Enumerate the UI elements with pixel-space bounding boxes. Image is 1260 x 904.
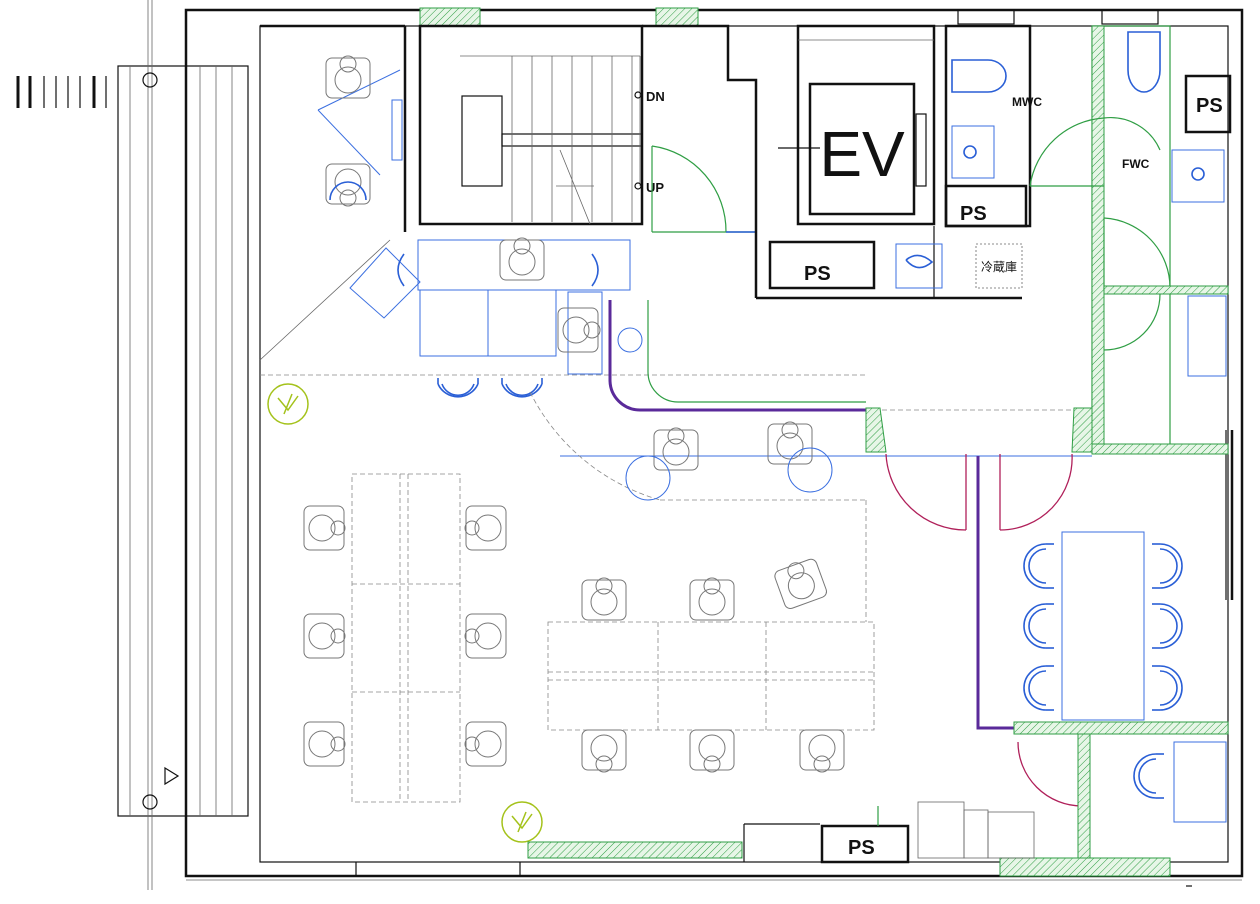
mwc-label: MWC [1012, 95, 1042, 109]
exterior-column [117, 0, 249, 890]
partition-hatch [1077, 733, 1091, 859]
ps-label-bottom: PS [848, 837, 875, 859]
stair-up-label: UP [646, 180, 664, 195]
planter-box [527, 841, 743, 859]
window-frame [957, 9, 1015, 25]
plant-icon [501, 801, 543, 843]
window-hatch [419, 7, 481, 27]
fridge-label: 冷蔵庫 [981, 260, 1017, 274]
kitchenette [895, 243, 1023, 289]
meeting-room-doors[interactable] [885, 453, 1083, 807]
window-frame [1101, 9, 1159, 25]
partition-hatch [1013, 721, 1229, 735]
pipe-shaft-top [768, 240, 876, 290]
lounge-area [349, 237, 661, 501]
bottom-wall [355, 823, 820, 876]
plant-icon [267, 383, 309, 425]
vent-grille [16, 76, 107, 108]
restroom-block [944, 24, 1232, 447]
stairwell [418, 24, 644, 226]
ps-label-restroom: PS [960, 203, 987, 225]
fwc-label: FWC [1122, 157, 1150, 171]
stair-down-label: DN [646, 89, 665, 104]
counter-stools [625, 421, 833, 501]
desk-cluster-left [303, 473, 507, 803]
lobby-wall [560, 300, 1229, 457]
stair-door[interactable] [651, 145, 756, 233]
pipe-shaft-bottom [820, 824, 910, 864]
window-hatch [655, 7, 699, 27]
meeting-table [1023, 531, 1227, 823]
reception-zone [259, 24, 866, 376]
ps-label-top: PS [804, 263, 831, 285]
copier-machine [917, 801, 1035, 859]
elevator-core [642, 24, 936, 226]
ps-label-right: PS [1196, 95, 1223, 117]
elevator-label: EV [819, 118, 905, 190]
desk-cluster-right [547, 499, 875, 773]
meeting-room-wall [976, 456, 1014, 730]
partition-hatch [999, 857, 1171, 877]
